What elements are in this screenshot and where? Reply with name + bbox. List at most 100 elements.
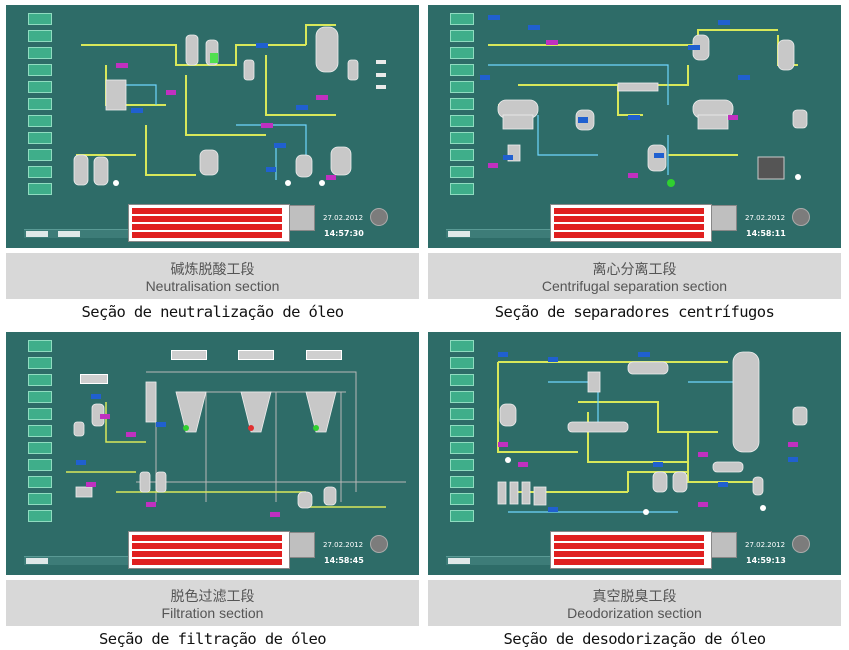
status-strip bbox=[446, 229, 556, 238]
caption-chinese: 碱炼脱酸工段 bbox=[170, 262, 255, 278]
alarm-list[interactable] bbox=[128, 204, 290, 242]
nav-button[interactable] bbox=[28, 425, 52, 437]
nav-button[interactable] bbox=[28, 510, 52, 522]
time-display: 14:57:30 bbox=[324, 229, 364, 238]
time-display: 14:58:45 bbox=[324, 556, 364, 565]
process-diagram bbox=[480, 15, 808, 187]
caption-portuguese: Seção de separadores centrífugos bbox=[494, 303, 775, 321]
date-display: 27.02.2012 bbox=[323, 541, 364, 549]
acknowledge-panel[interactable] bbox=[711, 532, 737, 558]
horn-icon[interactable] bbox=[792, 208, 810, 226]
caption-english: Centrifugal separation section bbox=[541, 278, 728, 294]
caption-box: 离心分离工段 Centrifugal separation section bbox=[428, 253, 841, 299]
nav-button[interactable] bbox=[450, 340, 474, 352]
nav-button[interactable] bbox=[28, 149, 52, 161]
caption-chinese: 真空脱臭工段 bbox=[592, 589, 677, 605]
nav-button[interactable] bbox=[450, 115, 474, 127]
nav-button[interactable] bbox=[28, 47, 52, 59]
nav-button[interactable] bbox=[28, 340, 52, 352]
nav-button[interactable] bbox=[450, 98, 474, 110]
caption-box: 碱炼脱酸工段 Neutralisation section bbox=[6, 253, 419, 299]
process-diagram bbox=[73, 24, 386, 186]
caption-chinese: 离心分离工段 bbox=[592, 262, 677, 278]
caption-english: Filtration section bbox=[161, 605, 264, 621]
nav-button[interactable] bbox=[450, 510, 474, 522]
nav-button[interactable] bbox=[28, 493, 52, 505]
control-box[interactable] bbox=[238, 350, 274, 360]
nav-button[interactable] bbox=[450, 442, 474, 454]
process-diagram bbox=[66, 371, 406, 517]
caption-chinese: 脱色过滤工段 bbox=[170, 589, 255, 605]
nav-button[interactable] bbox=[450, 64, 474, 76]
nav-button[interactable] bbox=[450, 391, 474, 403]
date-display: 27.02.2012 bbox=[323, 214, 364, 222]
nav-button[interactable] bbox=[450, 493, 474, 505]
nav-button[interactable] bbox=[450, 408, 474, 420]
status-strip bbox=[24, 556, 134, 565]
nav-button[interactable] bbox=[28, 183, 52, 195]
caption-english: Neutralisation section bbox=[145, 278, 280, 294]
nav-button[interactable] bbox=[28, 442, 52, 454]
panel-deodorization: 27.02.2012 14:59:13 真空脱臭工段 Deodorization… bbox=[428, 332, 841, 650]
acknowledge-panel[interactable] bbox=[289, 205, 315, 231]
nav-button[interactable] bbox=[28, 459, 52, 471]
nav-button[interactable] bbox=[28, 81, 52, 93]
nav-button[interactable] bbox=[28, 357, 52, 369]
nav-button[interactable] bbox=[28, 30, 52, 42]
nav-button[interactable] bbox=[28, 391, 52, 403]
nav-button[interactable] bbox=[450, 13, 474, 25]
nav-button[interactable] bbox=[450, 459, 474, 471]
panel-neutralisation: 27.02.2012 14:57:30 碱炼脱酸工段 Neutralisatio… bbox=[6, 5, 419, 327]
scada-screen-centrifugal[interactable]: 27.02.2012 14:58:11 bbox=[428, 5, 841, 248]
alarm-list[interactable] bbox=[550, 531, 712, 569]
nav-button[interactable] bbox=[450, 47, 474, 59]
status-strip bbox=[24, 229, 134, 238]
control-box[interactable] bbox=[171, 350, 207, 360]
alarm-list[interactable] bbox=[550, 204, 712, 242]
nav-button[interactable] bbox=[450, 81, 474, 93]
nav-button[interactable] bbox=[450, 149, 474, 161]
nav-button[interactable] bbox=[450, 166, 474, 178]
nav-button[interactable] bbox=[28, 132, 52, 144]
time-display: 14:59:13 bbox=[746, 556, 786, 565]
horn-icon[interactable] bbox=[792, 535, 810, 553]
caption-portuguese: Seção de neutralização de óleo bbox=[81, 303, 345, 321]
nav-button[interactable] bbox=[450, 374, 474, 386]
nav-button[interactable] bbox=[28, 64, 52, 76]
nav-button[interactable] bbox=[28, 374, 52, 386]
caption-portuguese: Seção de desodorização de óleo bbox=[503, 630, 767, 648]
control-box[interactable] bbox=[306, 350, 342, 360]
panel-centrifugal: 27.02.2012 14:58:11 离心分离工段 Centrifugal s… bbox=[428, 5, 841, 327]
caption-portuguese: Seção de filtração de óleo bbox=[98, 630, 327, 648]
panel-filtration: 27.02.2012 14:58:45 脱色过滤工段 Filtration se… bbox=[6, 332, 419, 650]
control-box[interactable] bbox=[80, 374, 108, 384]
process-diagram bbox=[497, 351, 808, 515]
nav-button[interactable] bbox=[28, 13, 52, 25]
nav-button[interactable] bbox=[28, 98, 52, 110]
nav-button[interactable] bbox=[450, 132, 474, 144]
date-display: 27.02.2012 bbox=[745, 541, 786, 549]
nav-button[interactable] bbox=[450, 183, 474, 195]
nav-button[interactable] bbox=[28, 476, 52, 488]
scada-screen-filtration[interactable]: 27.02.2012 14:58:45 bbox=[6, 332, 419, 575]
caption-box: 真空脱臭工段 Deodorization section bbox=[428, 580, 841, 626]
nav-button[interactable] bbox=[28, 115, 52, 127]
nav-button[interactable] bbox=[28, 166, 52, 178]
caption-box: 脱色过滤工段 Filtration section bbox=[6, 580, 419, 626]
scada-screen-deodorization[interactable]: 27.02.2012 14:59:13 bbox=[428, 332, 841, 575]
horn-icon[interactable] bbox=[370, 535, 388, 553]
date-display: 27.02.2012 bbox=[745, 214, 786, 222]
scada-screen-neutralisation[interactable]: 27.02.2012 14:57:30 bbox=[6, 5, 419, 248]
nav-button[interactable] bbox=[450, 425, 474, 437]
horn-icon[interactable] bbox=[370, 208, 388, 226]
alarm-list[interactable] bbox=[128, 531, 290, 569]
time-display: 14:58:11 bbox=[746, 229, 786, 238]
status-strip bbox=[446, 556, 556, 565]
acknowledge-panel[interactable] bbox=[289, 532, 315, 558]
acknowledge-panel[interactable] bbox=[711, 205, 737, 231]
nav-button[interactable] bbox=[450, 357, 474, 369]
nav-button[interactable] bbox=[28, 408, 52, 420]
nav-button[interactable] bbox=[450, 476, 474, 488]
nav-button[interactable] bbox=[450, 30, 474, 42]
caption-english: Deodorization section bbox=[567, 605, 702, 621]
